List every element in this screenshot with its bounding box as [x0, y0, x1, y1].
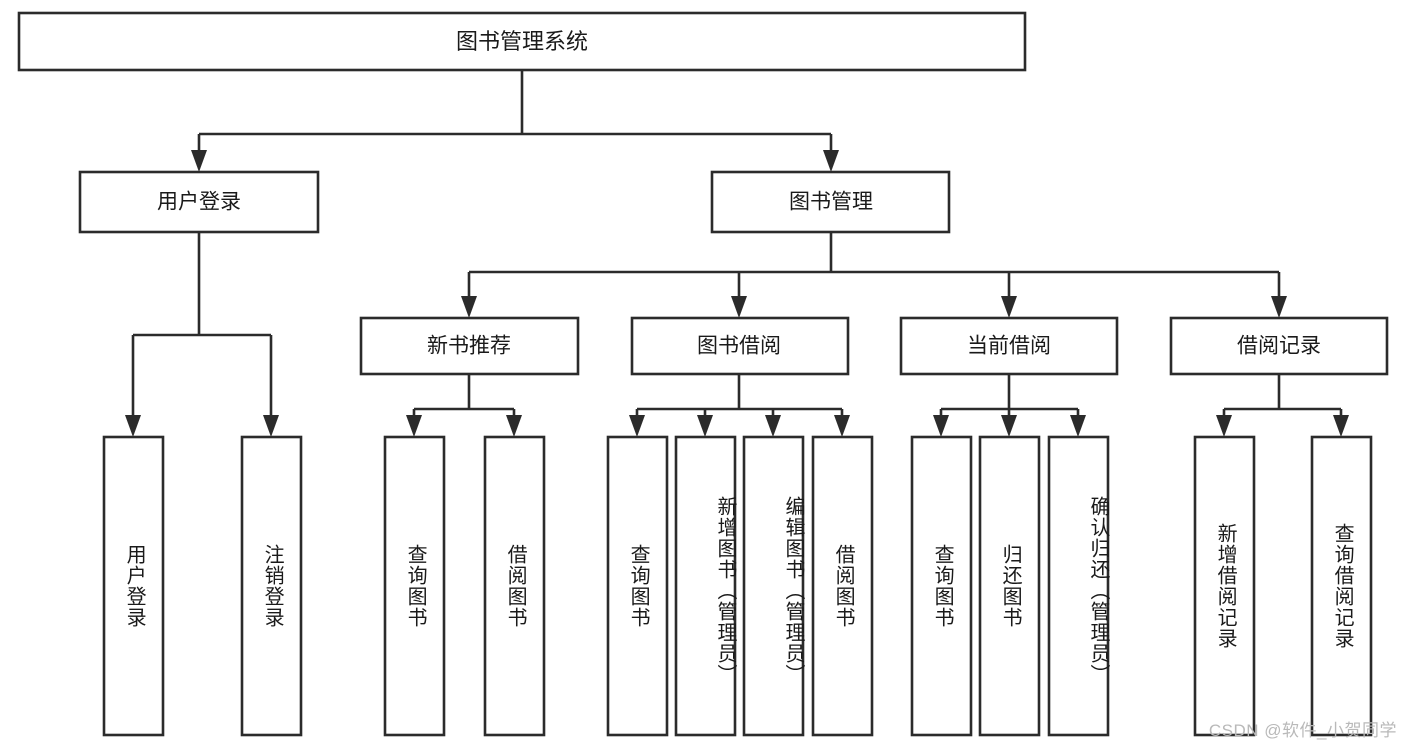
edge-bookmanage-bus [467, 232, 1281, 298]
arrow-to-book-borrow [731, 296, 747, 318]
arrow-bookborrow-leaf-2 [697, 415, 713, 437]
node-borrow-record[interactable]: 借阅记录 [1169, 316, 1389, 376]
arrow-bookborrow-leaf-4 [834, 415, 850, 437]
arrow-bookborrow-leaf-3 [765, 415, 781, 437]
edge-root-bus [197, 70, 833, 152]
arrow-to-new-book [461, 296, 477, 318]
leaf-box-add-record[interactable] [1193, 435, 1256, 737]
leaf-box-logout[interactable] [240, 435, 303, 737]
new-book-recommend-box[interactable] [359, 316, 580, 376]
arrow-currentborrow-leaf-2 [1001, 415, 1017, 437]
new-book-recommend-label: 新书推荐 [427, 335, 511, 358]
user-login-box[interactable] [78, 170, 320, 234]
node-book-borrow[interactable]: 图书借阅 [630, 316, 850, 376]
arrow-newbook-leaf-1 [406, 415, 422, 437]
leaf-box-add-book[interactable] [674, 435, 737, 737]
leaf-box-borrow-book-1[interactable] [483, 435, 546, 737]
book-manage-label: 图书管理 [789, 191, 873, 214]
arrow-currentborrow-leaf-3 [1070, 415, 1086, 437]
borrow-record-box[interactable] [1169, 316, 1389, 376]
arrow-to-leaf-user-login [125, 415, 141, 437]
book-borrow-label: 图书借阅 [697, 335, 781, 358]
arrow-to-borrow-record [1271, 296, 1287, 318]
leaf-box-return-book[interactable] [978, 435, 1041, 737]
edge-userlogin-bus [131, 232, 273, 417]
node-current-borrow[interactable]: 当前借阅 [899, 316, 1119, 376]
arrow-borrowrecord-leaf-2 [1333, 415, 1349, 437]
leaf-box-query-book-2[interactable] [606, 435, 669, 737]
node-new-book-recommend[interactable]: 新书推荐 [359, 316, 580, 376]
leaf-box-confirm-return[interactable] [1047, 435, 1110, 737]
edge-bookborrow-bus [635, 374, 844, 417]
leaf-box-query-book-1[interactable] [383, 435, 446, 737]
current-borrow-box[interactable] [899, 316, 1119, 376]
book-manage-box[interactable] [710, 170, 951, 234]
node-user-login[interactable]: 用户登录 [78, 170, 320, 234]
book-borrow-box[interactable] [630, 316, 850, 376]
root-box[interactable] [17, 11, 1027, 72]
arrow-to-current-borrow [1001, 296, 1017, 318]
arrow-to-user-login [191, 150, 207, 172]
leaf-box-query-record[interactable] [1310, 435, 1373, 737]
leaf-box-borrow-book-2[interactable] [811, 435, 874, 737]
edge-currentborrow-bus [939, 374, 1080, 417]
leaf-box-layer [102, 435, 1373, 737]
connector-layer [125, 70, 1349, 437]
node-root[interactable]: 图书管理系统 [17, 11, 1027, 72]
node-book-manage[interactable]: 图书管理 [710, 170, 951, 234]
arrow-borrowrecord-leaf-1 [1216, 415, 1232, 437]
edge-borrowrecord-bus [1222, 374, 1343, 417]
arrow-newbook-leaf-2 [506, 415, 522, 437]
user-login-label: 用户登录 [157, 191, 241, 214]
root-label: 图书管理系统 [456, 29, 588, 54]
borrow-record-label: 借阅记录 [1237, 335, 1321, 358]
arrow-to-book-manage [823, 150, 839, 172]
leaf-box-query-book-3[interactable] [910, 435, 973, 737]
current-borrow-label: 当前借阅 [967, 335, 1051, 358]
arrow-to-leaf-logout [263, 415, 279, 437]
leaf-box-edit-book[interactable] [742, 435, 805, 737]
csdn-watermark: CSDN @软件_小贺同学 [1208, 721, 1397, 740]
edge-newbook-bus [412, 374, 516, 417]
leaf-box-user-login[interactable] [102, 435, 165, 737]
arrow-currentborrow-leaf-1 [933, 415, 949, 437]
arrow-bookborrow-leaf-1 [629, 415, 645, 437]
